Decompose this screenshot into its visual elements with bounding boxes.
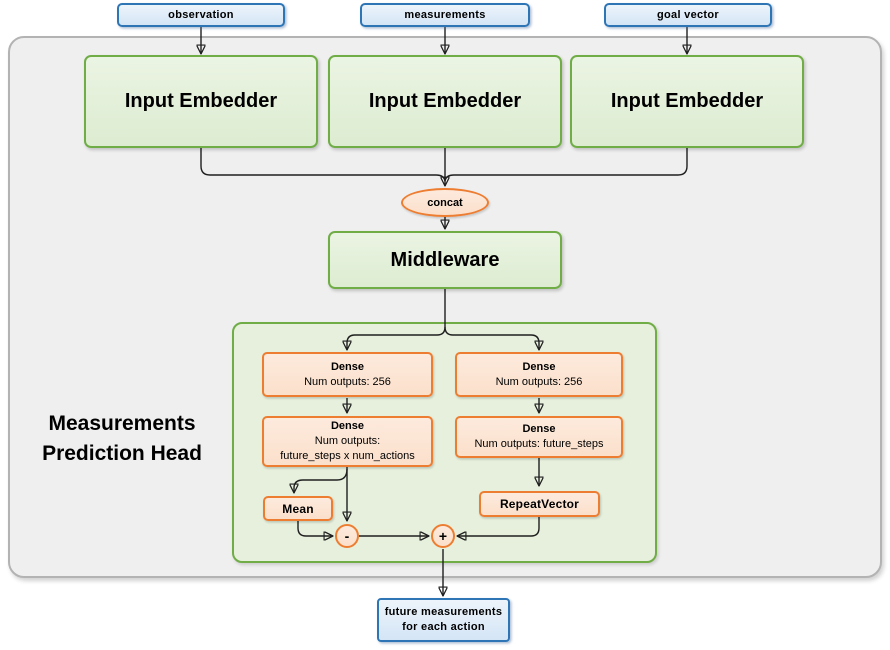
dense-256-left: Dense Num outputs: 256 (262, 352, 433, 397)
dense-subtitle: Num outputs: 256 (304, 375, 391, 388)
dense-title: Dense (330, 420, 365, 432)
output-line2: for each action (402, 621, 485, 633)
output-line1: future measurements (384, 606, 503, 618)
prediction-head-label-line1: Measurements (48, 412, 196, 435)
mean-box: Mean (263, 496, 333, 521)
input-box-measurements: measurements (360, 3, 530, 27)
plus-node: + (431, 524, 455, 548)
input-embedder-measurements: Input Embedder (328, 55, 562, 148)
dense-subtitle-2: future_steps x num_actions (280, 450, 415, 462)
dense-actions-box: Dense Num outputs: future_steps x num_ac… (262, 416, 433, 467)
dense-title: Dense (522, 360, 556, 373)
middleware-box: Middleware (328, 231, 562, 289)
input-box-observation: observation (117, 3, 285, 27)
repeat-vector-box: RepeatVector (479, 491, 600, 517)
dense-title: Dense (522, 423, 556, 435)
concat-node: concat (401, 188, 489, 217)
dense-subtitle: Num outputs: 256 (495, 375, 583, 388)
input-embedder-observation: Input Embedder (84, 55, 318, 148)
prediction-head-label: Measurements Prediction Head (13, 409, 231, 469)
input-box-goal-vector: goal vector (604, 3, 772, 27)
dense-future-steps-box: Dense Num outputs: future_steps (455, 416, 623, 458)
dense-subtitle: Num outputs: (314, 435, 381, 447)
dense-subtitle: Num outputs: future_steps (474, 438, 604, 450)
minus-node: - (335, 524, 359, 548)
dense-256-right: Dense Num outputs: 256 (455, 352, 623, 397)
prediction-head-label-line2: Prediction Head (42, 442, 202, 465)
output-box: future measurements for each action (377, 598, 510, 642)
dense-title: Dense (330, 360, 365, 373)
input-embedder-goal-vector: Input Embedder (570, 55, 804, 148)
